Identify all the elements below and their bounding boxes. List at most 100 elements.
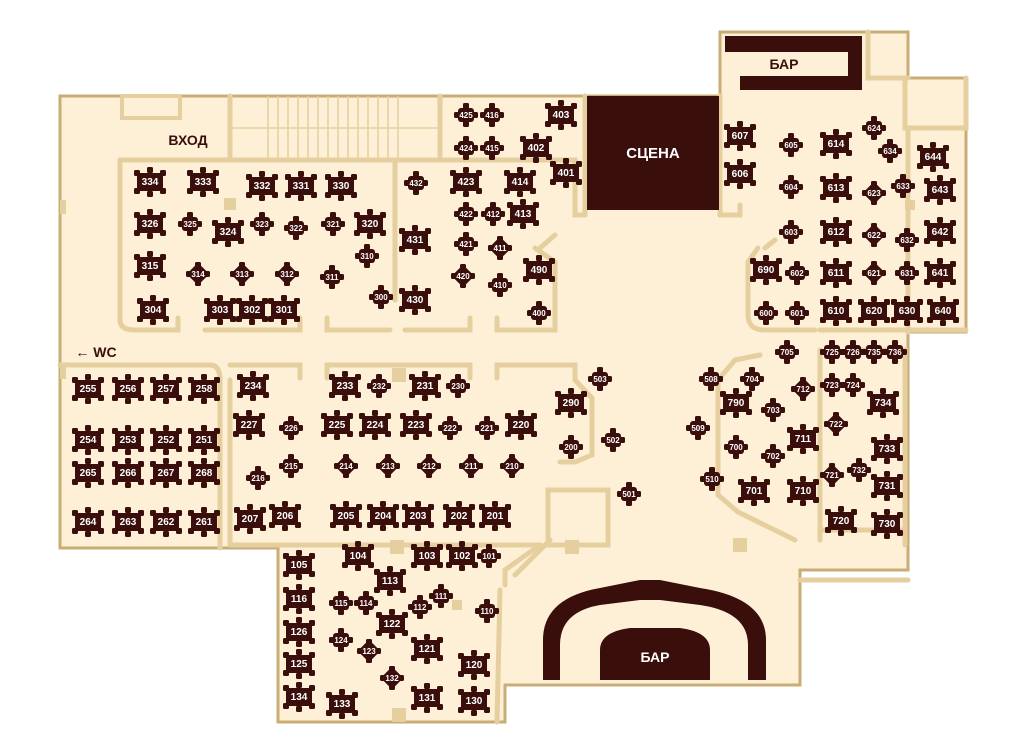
table-110[interactable]: 110 [475, 599, 499, 623]
table-412[interactable]: 412 [481, 202, 505, 226]
table-430[interactable]: 430 [399, 285, 431, 315]
table-130[interactable]: 130 [458, 686, 490, 716]
table-224[interactable]: 224 [359, 410, 391, 440]
table-234[interactable]: 234 [237, 371, 269, 401]
table-402[interactable]: 402 [520, 133, 552, 163]
table-623[interactable]: 623 [862, 181, 886, 205]
table-132[interactable]: 132 [380, 666, 404, 690]
table-724[interactable]: 724 [841, 373, 865, 397]
table-431[interactable]: 431 [399, 225, 431, 255]
table-403[interactable]: 403 [545, 100, 577, 130]
table-631[interactable]: 631 [895, 261, 919, 285]
table-410[interactable]: 410 [488, 273, 512, 297]
table-401[interactable]: 401 [550, 158, 582, 188]
table-121[interactable]: 121 [411, 634, 443, 664]
table-501[interactable]: 501 [617, 482, 641, 506]
table-131[interactable]: 131 [411, 683, 443, 713]
table-704[interactable]: 704 [740, 367, 764, 391]
table-214[interactable]: 214 [334, 454, 358, 478]
table-424[interactable]: 424 [454, 136, 478, 160]
table-320[interactable]: 320 [354, 209, 386, 239]
table-231[interactable]: 231 [409, 371, 441, 401]
table-312[interactable]: 312 [275, 262, 299, 286]
table-490[interactable]: 490 [523, 255, 555, 285]
table-112[interactable]: 112 [408, 595, 432, 619]
table-411[interactable]: 411 [488, 236, 512, 260]
table-290[interactable]: 290 [555, 388, 587, 418]
table-268[interactable]: 268 [188, 458, 220, 488]
table-226[interactable]: 226 [279, 416, 303, 440]
table-322[interactable]: 322 [284, 216, 308, 240]
table-315[interactable]: 315 [134, 251, 166, 281]
table-420[interactable]: 420 [451, 264, 475, 288]
table-300[interactable]: 300 [369, 285, 393, 309]
table-220[interactable]: 220 [505, 410, 537, 440]
table-723[interactable]: 723 [820, 373, 844, 397]
table-104[interactable]: 104 [342, 541, 374, 571]
table-203[interactable]: 203 [402, 501, 434, 531]
table-216[interactable]: 216 [246, 466, 270, 490]
table-257[interactable]: 257 [150, 374, 182, 404]
table-423[interactable]: 423 [450, 167, 482, 197]
table-222[interactable]: 222 [438, 416, 462, 440]
table-606[interactable]: 606 [724, 159, 756, 189]
table-331[interactable]: 331 [285, 171, 317, 201]
table-703[interactable]: 703 [761, 398, 785, 422]
table-634[interactable]: 634 [878, 139, 902, 163]
table-323[interactable]: 323 [250, 212, 274, 236]
table-265[interactable]: 265 [72, 458, 104, 488]
table-204[interactable]: 204 [367, 501, 399, 531]
table-330[interactable]: 330 [325, 171, 357, 201]
table-111[interactable]: 111 [429, 584, 453, 608]
table-122[interactable]: 122 [376, 609, 408, 639]
table-212[interactable]: 212 [417, 454, 441, 478]
table-701[interactable]: 701 [738, 476, 770, 506]
table-509[interactable]: 509 [686, 416, 710, 440]
table-207[interactable]: 207 [234, 504, 266, 534]
table-736[interactable]: 736 [883, 340, 907, 364]
table-421[interactable]: 421 [454, 232, 478, 256]
table-605[interactable]: 605 [779, 133, 803, 157]
table-641[interactable]: 641 [924, 258, 956, 288]
table-304[interactable]: 304 [137, 295, 169, 325]
table-602[interactable]: 602 [785, 261, 809, 285]
table-115[interactable]: 115 [329, 591, 353, 615]
table-311[interactable]: 311 [320, 265, 344, 289]
table-202[interactable]: 202 [443, 501, 475, 531]
table-624[interactable]: 624 [862, 116, 886, 140]
table-258[interactable]: 258 [188, 374, 220, 404]
table-640[interactable]: 640 [927, 296, 959, 326]
table-232[interactable]: 232 [367, 374, 391, 398]
table-120[interactable]: 120 [458, 650, 490, 680]
table-206[interactable]: 206 [269, 501, 301, 531]
table-225[interactable]: 225 [321, 410, 353, 440]
table-116[interactable]: 116 [283, 584, 315, 614]
table-425[interactable]: 425 [454, 103, 478, 127]
table-400[interactable]: 400 [527, 301, 551, 325]
table-790[interactable]: 790 [720, 388, 752, 418]
table-253[interactable]: 253 [112, 425, 144, 455]
table-251[interactable]: 251 [188, 425, 220, 455]
table-105[interactable]: 105 [283, 550, 315, 580]
table-201[interactable]: 201 [479, 501, 511, 531]
table-730[interactable]: 730 [871, 509, 903, 539]
table-233[interactable]: 233 [329, 371, 361, 401]
table-252[interactable]: 252 [150, 425, 182, 455]
table-611[interactable]: 611 [820, 258, 852, 288]
table-413[interactable]: 413 [507, 199, 539, 229]
table-604[interactable]: 604 [779, 175, 803, 199]
table-102[interactable]: 102 [446, 541, 478, 571]
table-630[interactable]: 630 [891, 296, 923, 326]
table-223[interactable]: 223 [400, 410, 432, 440]
table-621[interactable]: 621 [862, 261, 886, 285]
table-332[interactable]: 332 [246, 171, 278, 201]
table-210[interactable]: 210 [500, 454, 524, 478]
table-644[interactable]: 644 [917, 142, 949, 172]
table-215[interactable]: 215 [279, 454, 303, 478]
table-422[interactable]: 422 [454, 202, 478, 226]
table-263[interactable]: 263 [112, 507, 144, 537]
table-125[interactable]: 125 [283, 649, 315, 679]
table-334[interactable]: 334 [134, 167, 166, 197]
table-733[interactable]: 733 [871, 434, 903, 464]
table-264[interactable]: 264 [72, 507, 104, 537]
